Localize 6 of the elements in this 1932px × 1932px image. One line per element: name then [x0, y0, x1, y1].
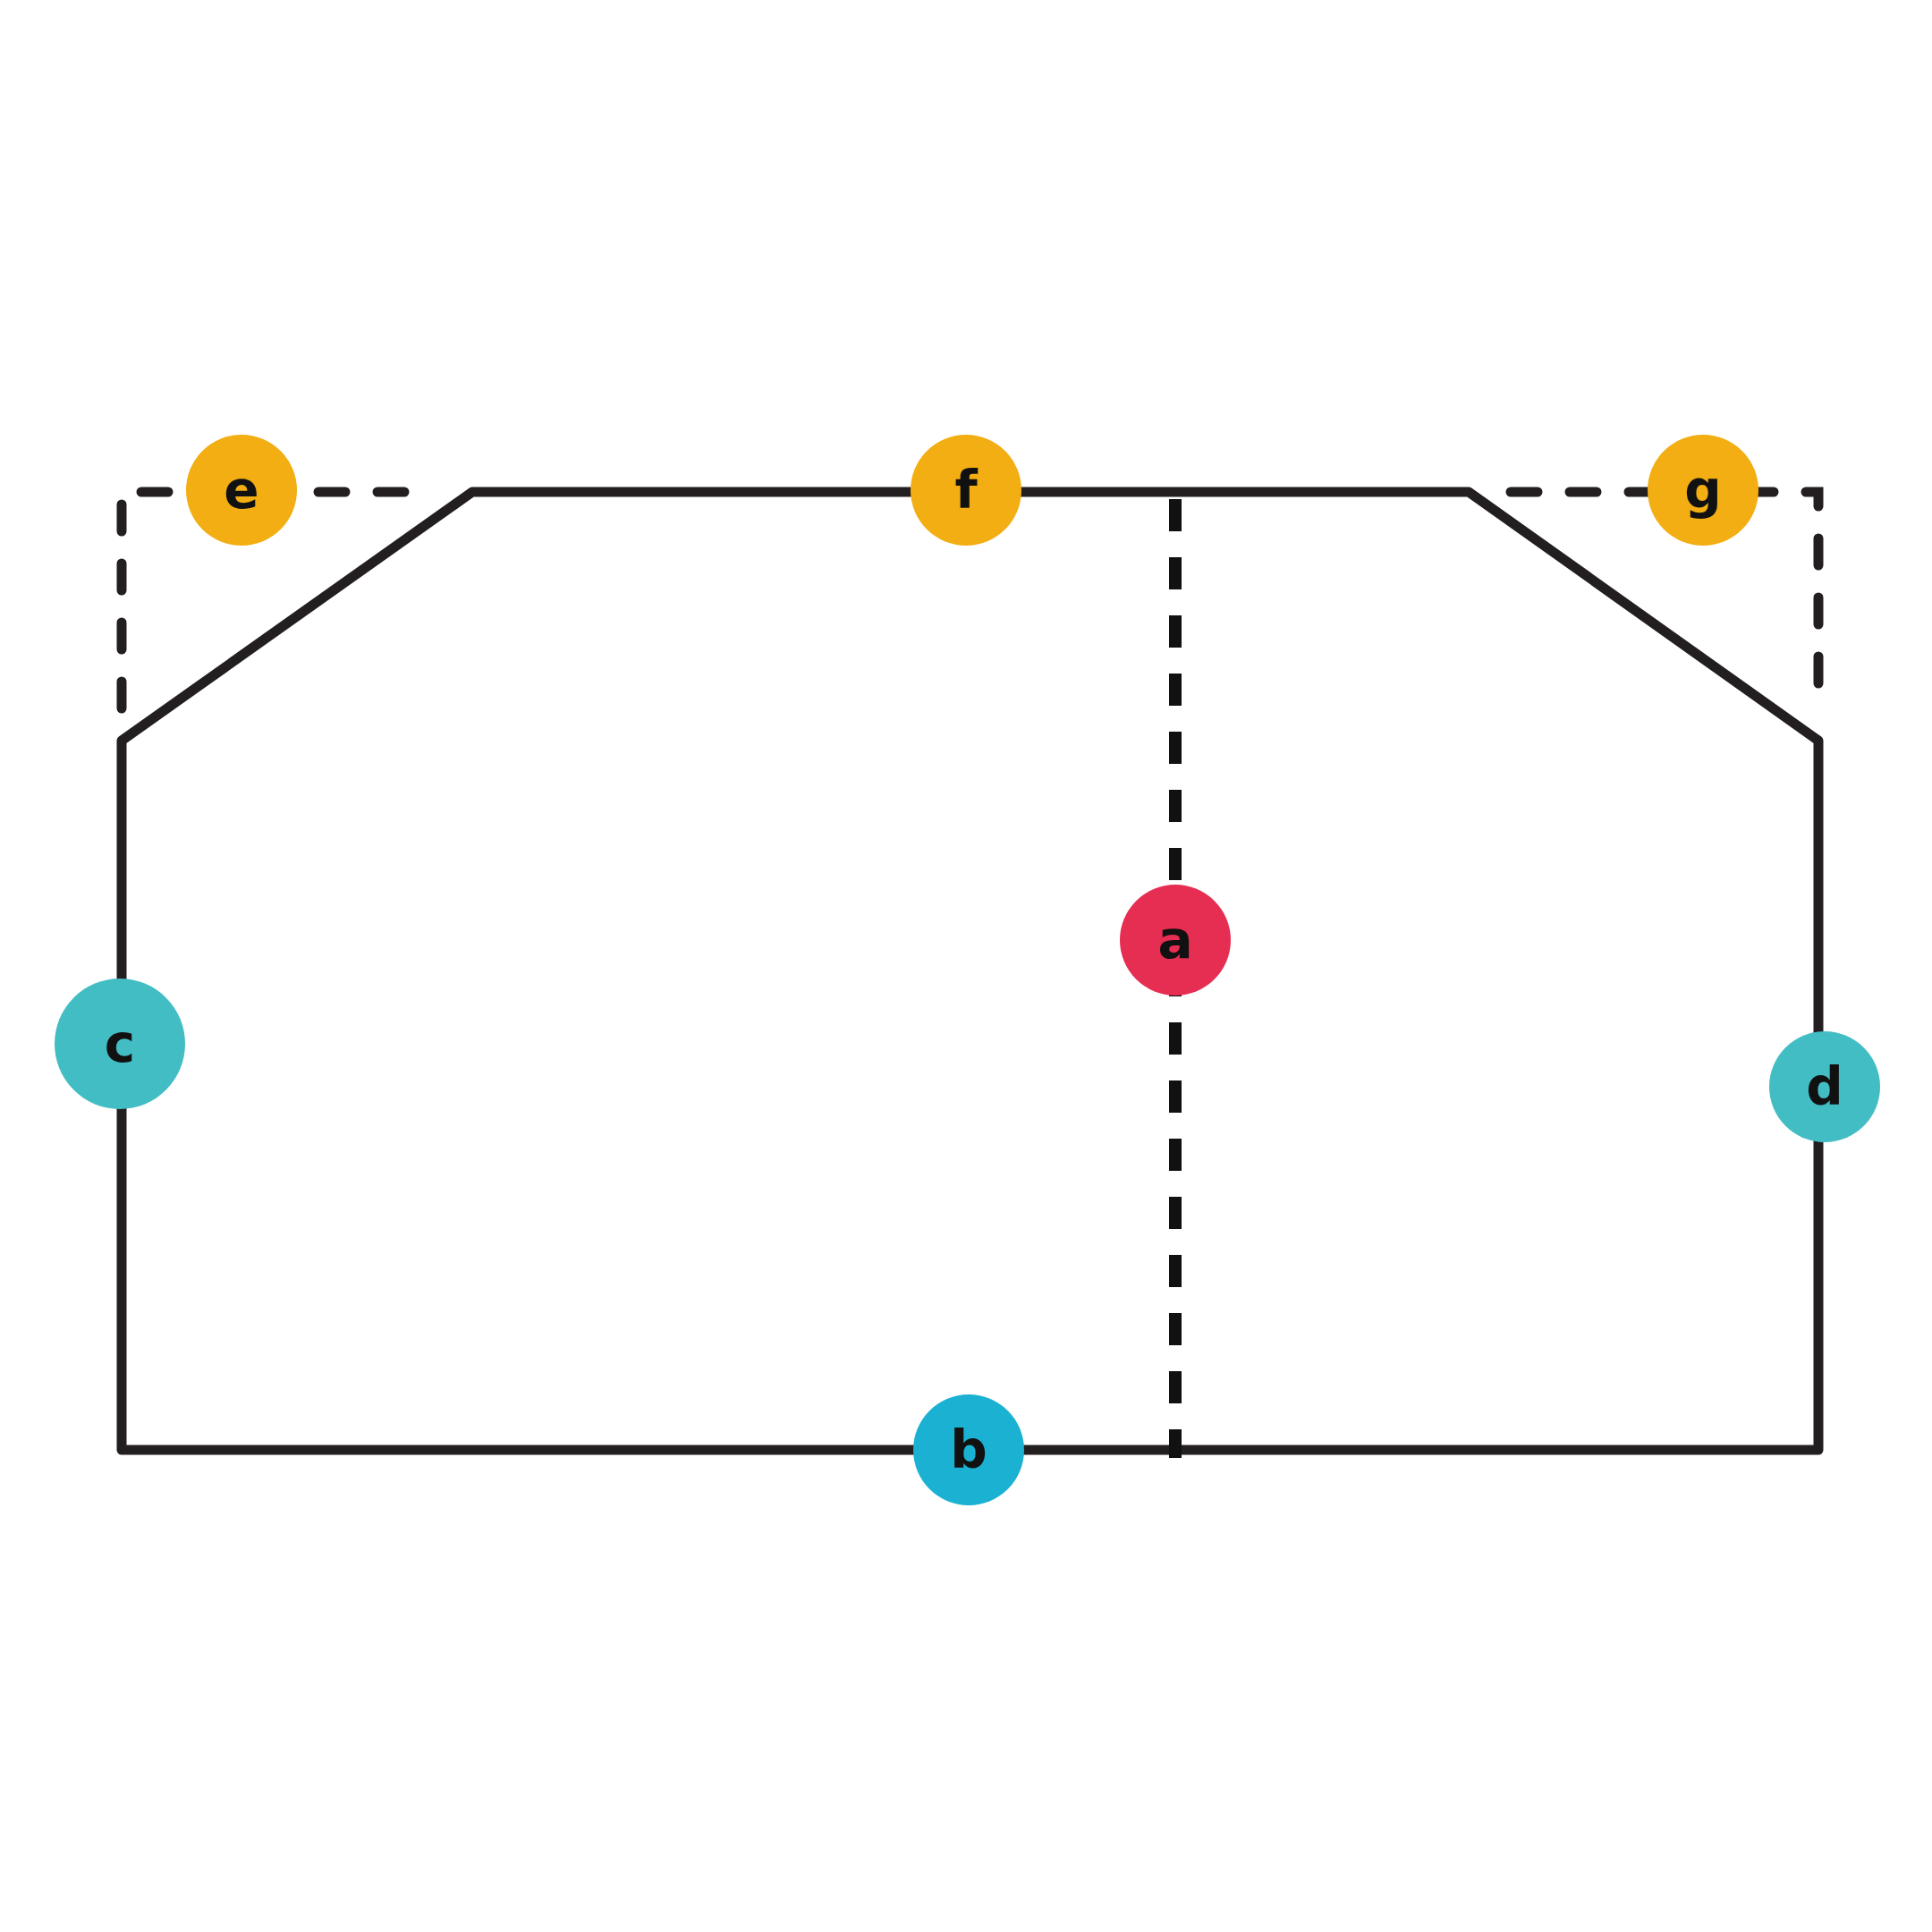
point-label: c	[104, 1018, 136, 1070]
point-label: e	[224, 464, 259, 516]
point-label: f	[954, 464, 978, 516]
point-label: a	[1157, 914, 1193, 966]
point-label: d	[1806, 1061, 1843, 1113]
point-label: b	[950, 1424, 987, 1476]
